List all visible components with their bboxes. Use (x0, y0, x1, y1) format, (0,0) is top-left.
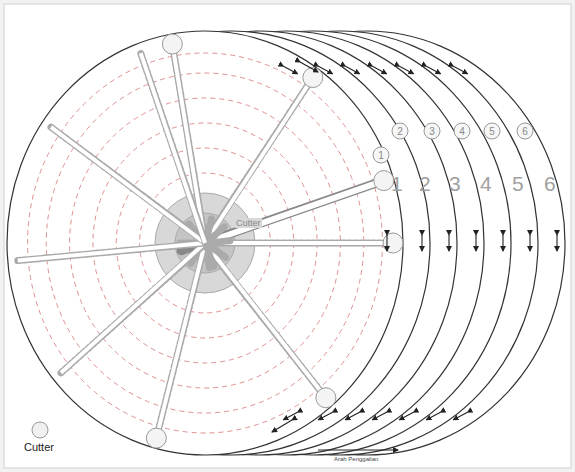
numbered-circle: 3 (423, 122, 441, 140)
ring-number: 4 (480, 172, 492, 196)
ring-number: 5 (512, 172, 524, 196)
numbered-circle: 1 (372, 146, 390, 164)
callout-number: 6 (516, 122, 534, 140)
numbered-circle: 6 (516, 122, 534, 140)
direction-label: Arah Penggalian (334, 456, 378, 462)
callout-number: 5 (483, 122, 501, 140)
numbered-circle: 4 (453, 122, 471, 140)
ring-number: 3 (449, 172, 461, 196)
callout-number: 3 (423, 122, 441, 140)
cutter-label: Cutter (236, 218, 261, 228)
callout-number: 2 (391, 122, 409, 140)
ring-number: 1 (391, 172, 403, 196)
legend-text: Cutter (24, 441, 54, 453)
numbered-circle: 2 (391, 122, 409, 140)
ring-number: 2 (419, 172, 431, 196)
numbered-circle: 5 (483, 122, 501, 140)
callout-number: 1 (372, 146, 390, 164)
ring-number: 6 (544, 172, 556, 196)
callout-number: 4 (453, 122, 471, 140)
legend-cutter-symbol (32, 422, 48, 438)
